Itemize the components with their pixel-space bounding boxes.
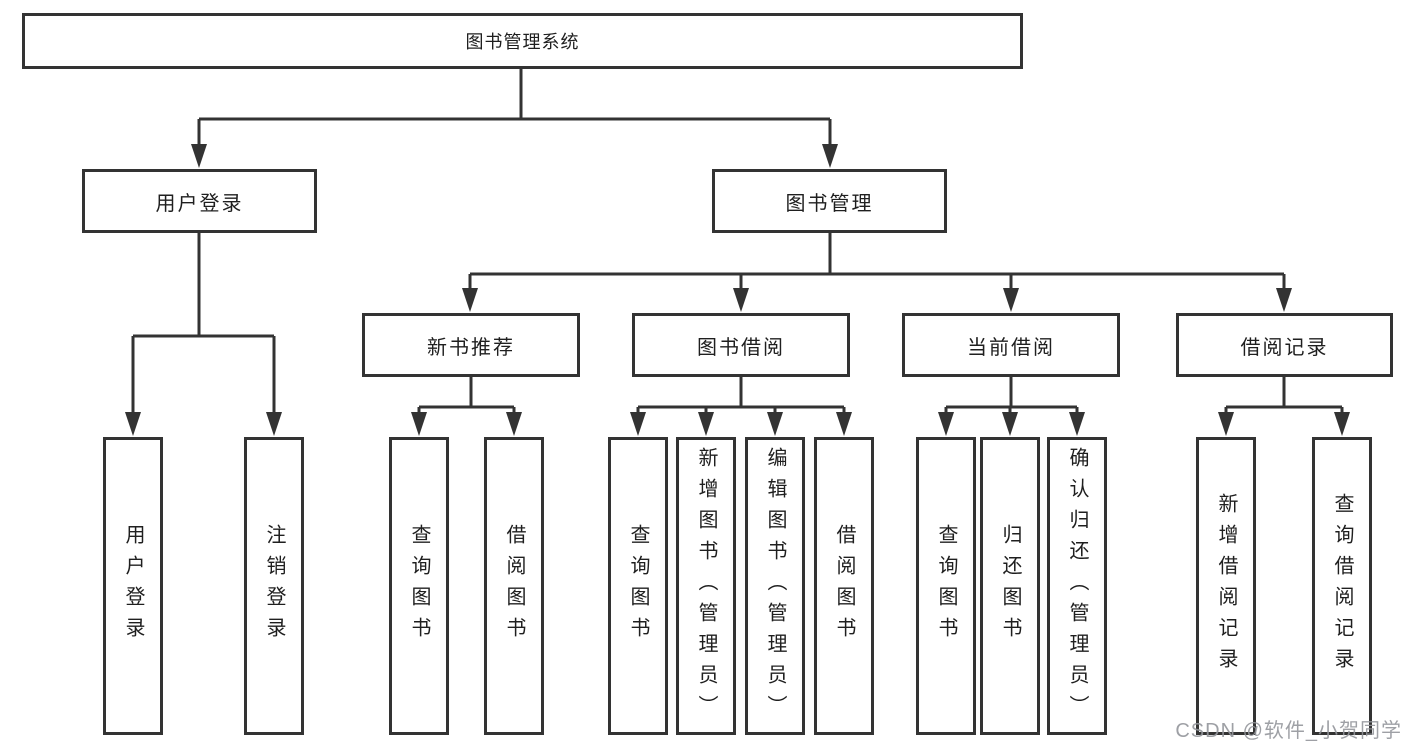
- leaf-borrow-books-recommend: 借阅图书: [484, 437, 544, 735]
- node-label: 借阅图书: [833, 524, 855, 648]
- leaf-query-borrow-record: 查询借阅记录: [1312, 437, 1372, 735]
- node-label: 借阅图书: [503, 524, 525, 648]
- leaf-add-borrow-record: 新增借阅记录: [1196, 437, 1256, 735]
- node-label: 借阅记录: [1240, 336, 1329, 359]
- leaf-query-books-current: 查询图书: [916, 437, 976, 735]
- node-label: 新增借阅记录: [1215, 493, 1237, 679]
- node-library-management-system: 图书管理系统: [22, 13, 1023, 69]
- node-label: 用户登录: [122, 524, 144, 648]
- node-borrowing-records: 借阅记录: [1176, 313, 1393, 377]
- leaf-logout: 注销登录: [244, 437, 304, 735]
- leaf-query-books-borrowing: 查询图书: [608, 437, 668, 735]
- node-label: 新书推荐: [427, 336, 515, 359]
- leaf-edit-books-admin: 编辑图书（管理员）: [745, 437, 805, 735]
- leaf-add-books-admin: 新增图书（管理员）: [676, 437, 736, 735]
- node-label: 用户登录: [155, 192, 244, 215]
- node-label: 查询图书: [935, 524, 957, 648]
- node-label: 确认归还（管理员）: [1066, 446, 1088, 726]
- node-label: 查询图书: [627, 524, 649, 648]
- node-label: 编辑图书（管理员）: [764, 446, 786, 726]
- node-label: 注销登录: [263, 524, 285, 648]
- node-user-login: 用户登录: [82, 169, 317, 233]
- node-current-borrowing: 当前借阅: [902, 313, 1120, 377]
- leaf-confirm-return-admin: 确认归还（管理员）: [1047, 437, 1107, 735]
- node-label: 归还图书: [999, 524, 1021, 648]
- leaf-return-books: 归还图书: [980, 437, 1040, 735]
- node-book-management: 图书管理: [712, 169, 947, 233]
- leaf-borrow-books-borrowing: 借阅图书: [814, 437, 874, 735]
- node-label: 图书管理: [785, 192, 874, 215]
- node-label: 图书管理系统: [465, 32, 580, 52]
- node-label: 图书借阅: [697, 336, 785, 359]
- node-new-book-recommend: 新书推荐: [362, 313, 580, 377]
- node-label: 查询借阅记录: [1331, 493, 1353, 679]
- leaf-query-books-recommend: 查询图书: [389, 437, 449, 735]
- node-label: 新增图书（管理员）: [695, 446, 717, 726]
- node-book-borrowing: 图书借阅: [632, 313, 850, 377]
- node-label: 当前借阅: [967, 336, 1055, 359]
- csdn-watermark: CSDN @软件_小贺同学: [1175, 720, 1402, 742]
- node-label: 查询图书: [408, 524, 430, 648]
- leaf-user-login: 用户登录: [103, 437, 163, 735]
